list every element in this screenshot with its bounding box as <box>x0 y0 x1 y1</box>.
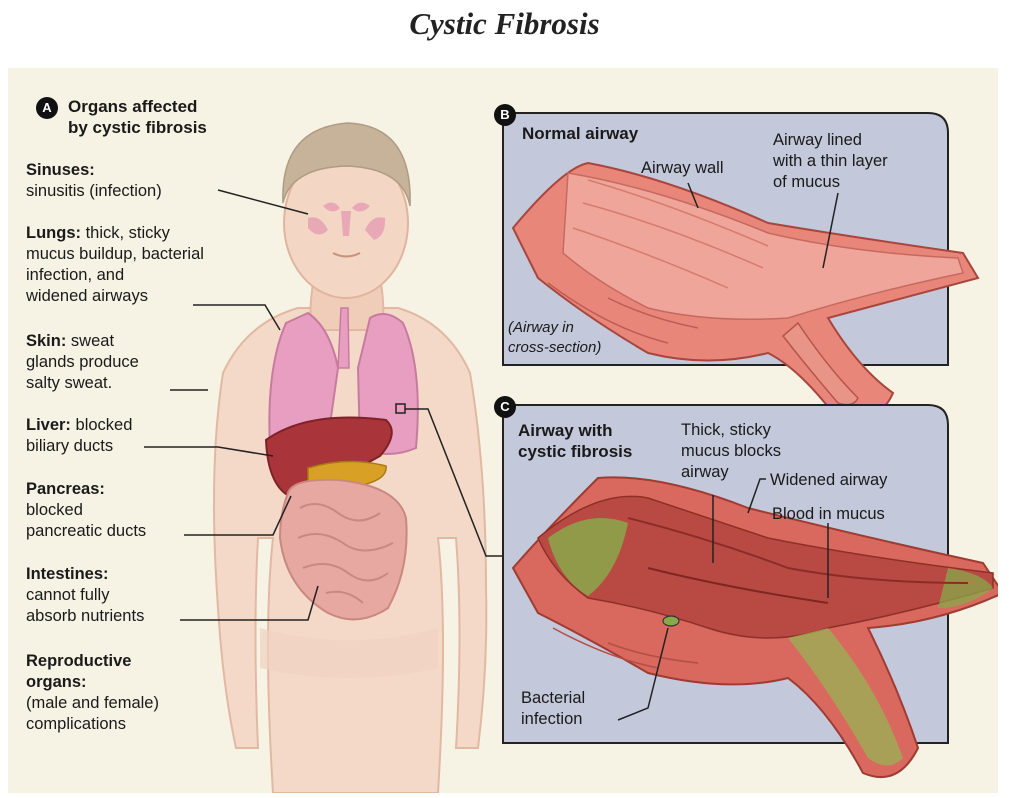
organ-name: Reproductive <box>26 652 131 670</box>
airway-lined-line: with a thin layer <box>773 151 888 172</box>
airway-lined-line: Airway lined <box>773 130 888 151</box>
organ-desc: infection, and <box>26 265 204 286</box>
thick-mucus-label: Thick, sticky mucus blocks airway <box>681 420 781 483</box>
organ-reproductive: Reproductive organs: (male and female) c… <box>26 651 159 735</box>
panel-a-badge: A <box>36 97 58 119</box>
organ-name: Skin: <box>26 332 66 350</box>
thick-mucus-line: airway <box>681 462 781 483</box>
blood-in-mucus-label: Blood in mucus <box>772 504 885 525</box>
organ-pancreas: Pancreas: blocked pancreatic ducts <box>26 479 146 542</box>
illustration-canvas: A Organs affected by cystic fibrosis Sin… <box>8 68 998 793</box>
panel-a-heading-line1: Organs affected <box>68 96 207 117</box>
organ-desc: biliary ducts <box>26 436 132 457</box>
bacterial-infection-label: Bacterial infection <box>521 688 585 730</box>
organ-name: Pancreas: <box>26 480 105 498</box>
organ-sinuses: Sinuses: sinusitis (infection) <box>26 160 162 202</box>
organ-liver: Liver: blocked biliary ducts <box>26 415 132 457</box>
cross-section-label: (Airway in cross-section) <box>508 318 601 358</box>
airway-lined-line: of mucus <box>773 172 888 193</box>
panel-c-heading: Airway with cystic fibrosis <box>518 420 632 462</box>
organ-desc: pancreatic ducts <box>26 521 146 542</box>
organ-desc: glands produce <box>26 352 139 373</box>
panel-a-heading: Organs affected by cystic fibrosis <box>68 96 207 138</box>
organ-intestines: Intestines: cannot fully absorb nutrient… <box>26 564 144 627</box>
panel-c-badge: C <box>494 396 516 418</box>
organ-desc: thick, sticky <box>81 224 170 242</box>
organ-lungs: Lungs: thick, sticky mucus buildup, bact… <box>26 223 204 307</box>
organ-desc: blocked <box>71 416 132 434</box>
bacterial-infection-line: Bacterial <box>521 688 585 709</box>
organ-name: Sinuses: <box>26 161 95 179</box>
organ-desc: blocked <box>26 500 146 521</box>
organ-desc: salty sweat. <box>26 373 139 394</box>
cross-section-line: cross-section) <box>508 338 601 358</box>
bacterial-infection-line: infection <box>521 709 585 730</box>
organ-desc: cannot fully <box>26 585 144 606</box>
cross-section-line: (Airway in <box>508 318 601 338</box>
organ-skin: Skin: sweat glands produce salty sweat. <box>26 331 139 394</box>
thick-mucus-line: Thick, sticky <box>681 420 781 441</box>
organ-desc: absorb nutrients <box>26 606 144 627</box>
organ-desc: widened airways <box>26 286 204 307</box>
organ-desc: sinusitis (infection) <box>26 181 162 202</box>
panel-b-badge: B <box>494 104 516 126</box>
panel-a-heading-line2: by cystic fibrosis <box>68 117 207 138</box>
widened-airway-label: Widened airway <box>770 470 887 491</box>
thick-mucus-line: mucus blocks <box>681 441 781 462</box>
organ-desc: complications <box>26 714 159 735</box>
organ-name: Liver: <box>26 416 71 434</box>
organ-desc: sweat <box>66 332 114 350</box>
panel-c-heading-line2: cystic fibrosis <box>518 441 632 462</box>
organ-name: Lungs: <box>26 224 81 242</box>
organ-desc: (male and female) <box>26 693 159 714</box>
airway-lined-label: Airway lined with a thin layer of mucus <box>773 130 888 193</box>
panel-c-heading-line1: Airway with <box>518 420 632 441</box>
organ-name: Intestines: <box>26 565 109 583</box>
organ-desc: mucus buildup, bacterial <box>26 244 204 265</box>
page-title: Cystic Fibrosis <box>0 6 1009 42</box>
panel-b-heading: Normal airway <box>522 123 638 144</box>
organ-name: organs: <box>26 673 87 691</box>
airway-wall-label: Airway wall <box>641 158 724 179</box>
